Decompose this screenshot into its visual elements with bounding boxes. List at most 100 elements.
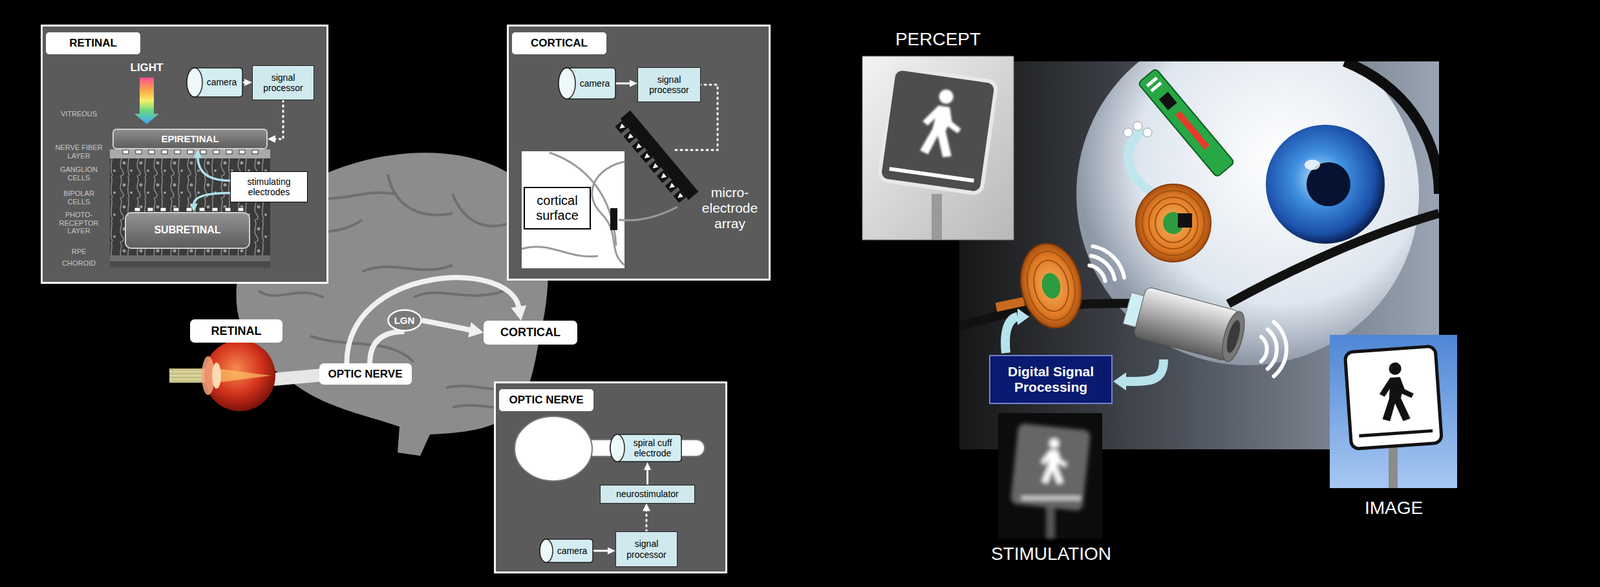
flow-arrows (1113, 372, 1127, 391)
transmitter-coil (1021, 246, 1082, 326)
cylinder-body (558, 67, 616, 99)
brain-drawing (310, 336, 414, 363)
nucleus-ellipse: LGN (387, 309, 423, 332)
label-pill: RETINAL (190, 319, 283, 343)
percept-image (917, 86, 966, 160)
panel-ground (506, 24, 771, 281)
brain-drawing (362, 265, 453, 272)
electrode-array (667, 182, 675, 191)
cylinder-body (186, 67, 243, 97)
box-label: SUBRETINAL (153, 224, 221, 236)
wireless-waves (1089, 265, 1105, 282)
receiver-coil (1148, 197, 1198, 249)
receiver-coil (1155, 203, 1192, 243)
transmitter-coil (1039, 271, 1063, 301)
transmitter-coil (1029, 256, 1073, 315)
percept-image (931, 193, 942, 240)
cylinder-box: camera (557, 67, 617, 100)
electrode-pads (199, 207, 205, 212)
retina-drawing (109, 149, 271, 159)
annotation-label: GANGLION CELLS (53, 165, 105, 182)
electrode-array (676, 192, 684, 200)
connector-line (646, 469, 649, 485)
connector (267, 100, 284, 143)
connector (190, 193, 231, 213)
box-label: signal processor (619, 538, 673, 560)
optic-nerve-drawing (514, 416, 593, 481)
electrode-pads (173, 207, 180, 212)
camera-drawing (1223, 318, 1243, 354)
label-pill: OPTIC NERVE (319, 363, 412, 385)
connector (643, 462, 651, 485)
implant-scene (1142, 128, 1152, 138)
cylinder-face (186, 67, 203, 97)
box-label: camera (579, 78, 611, 89)
process-box: signal processor (615, 531, 678, 567)
annotation-label: PHOTO-RECEPTOR LAYER (56, 210, 102, 236)
connector (642, 503, 651, 533)
annotation-label: IMAGE (1329, 497, 1459, 519)
receiver-coil (1177, 213, 1193, 228)
arrow-head (193, 149, 202, 158)
box-label: OPTIC NERVE (328, 367, 403, 381)
implant-strip (1159, 91, 1178, 110)
flow-arrows (1126, 359, 1164, 382)
receiver-coil (1142, 190, 1205, 256)
box-label: cortical surface (528, 193, 586, 224)
panel-ground (40, 24, 329, 284)
stimulation-image (1010, 422, 1091, 511)
wireless-waves (1261, 336, 1268, 362)
callout-box: stimulating electrodes (230, 171, 308, 203)
implant-scene (1344, 61, 1440, 194)
electrode-array (631, 140, 645, 154)
box-label: camera (557, 545, 588, 556)
electrode-pads (224, 207, 231, 212)
brain-drawing (413, 290, 505, 298)
annotation-label: STIMULATION (973, 543, 1129, 565)
label-holder: STIMULATION (973, 543, 1129, 565)
arrow-head (629, 80, 638, 88)
electrode-array (640, 150, 653, 164)
transmitter-coil (1013, 237, 1089, 334)
electrode-array (626, 133, 634, 141)
box-label: signal processor (641, 74, 697, 96)
implant-scene (1123, 128, 1133, 138)
annotation-label: CHOROID (53, 259, 105, 268)
implant-strip (1175, 110, 1210, 150)
connector-line (616, 82, 631, 85)
stimulation-image (1010, 422, 1091, 539)
wireless-waves (1267, 329, 1277, 369)
camera-image (1377, 361, 1416, 423)
electrode-pads (213, 149, 220, 154)
camera-image (1329, 334, 1458, 489)
percept-image (862, 56, 1014, 240)
wireless-waves (1089, 246, 1287, 377)
leader-line (618, 206, 678, 221)
stimulation-image (998, 413, 1103, 539)
cortical-drawing (521, 84, 718, 269)
electrode-pads (135, 149, 142, 154)
label-holder: IMAGE (1329, 497, 1459, 519)
wireless-waves (1273, 321, 1287, 377)
cylinder-box: camera (539, 538, 594, 564)
electrode-pads (186, 207, 192, 212)
electrode-pads (174, 149, 181, 154)
electrode-array (634, 143, 642, 151)
eye-drawing (216, 368, 272, 383)
electrode-array (656, 170, 670, 183)
connector-line (197, 157, 231, 182)
arrow-head (244, 78, 253, 86)
cortical-drawing (592, 161, 625, 266)
annotation-label: VITREOUS (53, 109, 105, 119)
camera-image (1329, 334, 1458, 489)
arrow-head (190, 203, 198, 213)
camera-drawing (1217, 309, 1249, 364)
electrode-pads (226, 149, 233, 154)
electrode-array (623, 130, 637, 144)
cylinder-body (610, 434, 682, 462)
electrode-pads (239, 149, 246, 154)
receiver-coil (1135, 184, 1211, 262)
stimulation-image (1045, 507, 1056, 539)
electrode-array (665, 180, 679, 194)
